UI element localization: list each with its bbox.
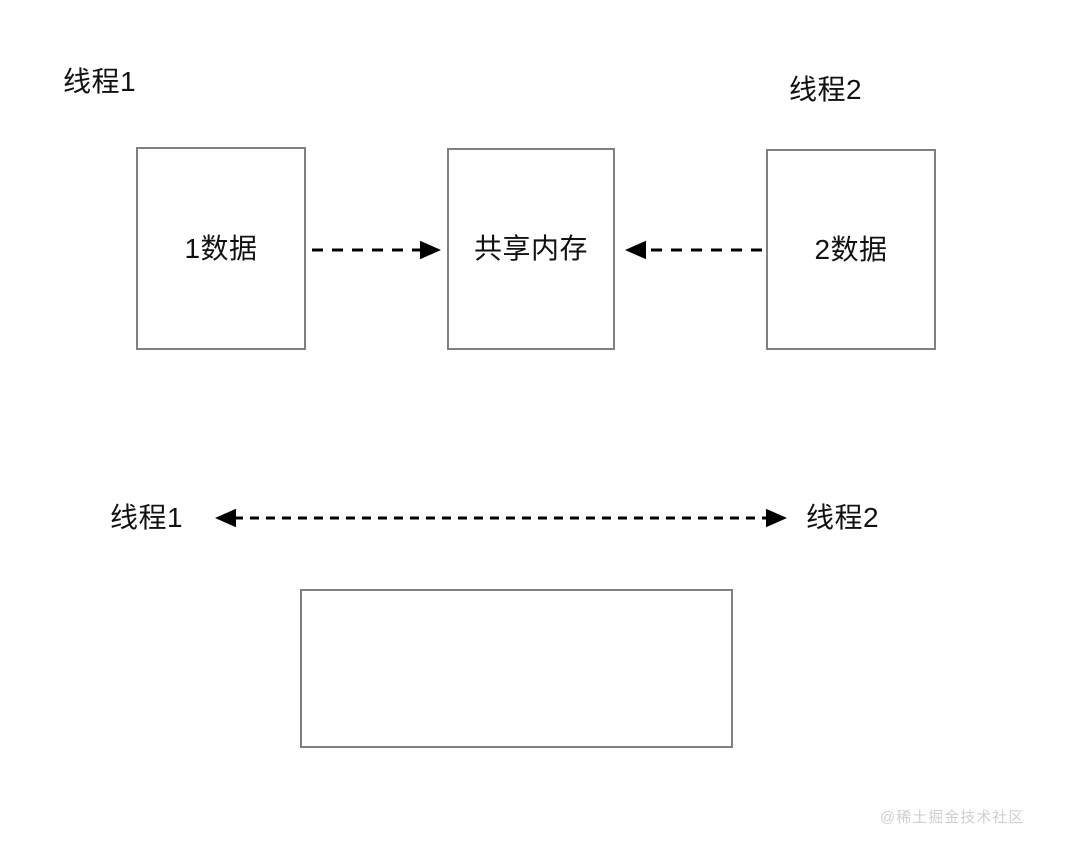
thread1-top-label: 线程1 xyxy=(63,66,137,97)
thread1-bottom-label: 线程1 xyxy=(110,502,184,533)
thread2-bottom-label: 线程2 xyxy=(806,502,880,533)
box-shared-memory-label: 共享内存 xyxy=(473,233,588,264)
box-data2-label: 2数据 xyxy=(814,233,888,265)
box-data2: 2数据 xyxy=(766,149,936,350)
box-data1: 1数据 xyxy=(136,147,306,350)
box-empty-placeholder xyxy=(300,589,733,748)
box-shared-memory: 共享内存 xyxy=(447,148,615,350)
box-data1-label: 1数据 xyxy=(184,232,258,264)
watermark: @稀土掘金技术社区 xyxy=(880,809,1025,826)
thread2-top-label: 线程2 xyxy=(789,74,863,105)
